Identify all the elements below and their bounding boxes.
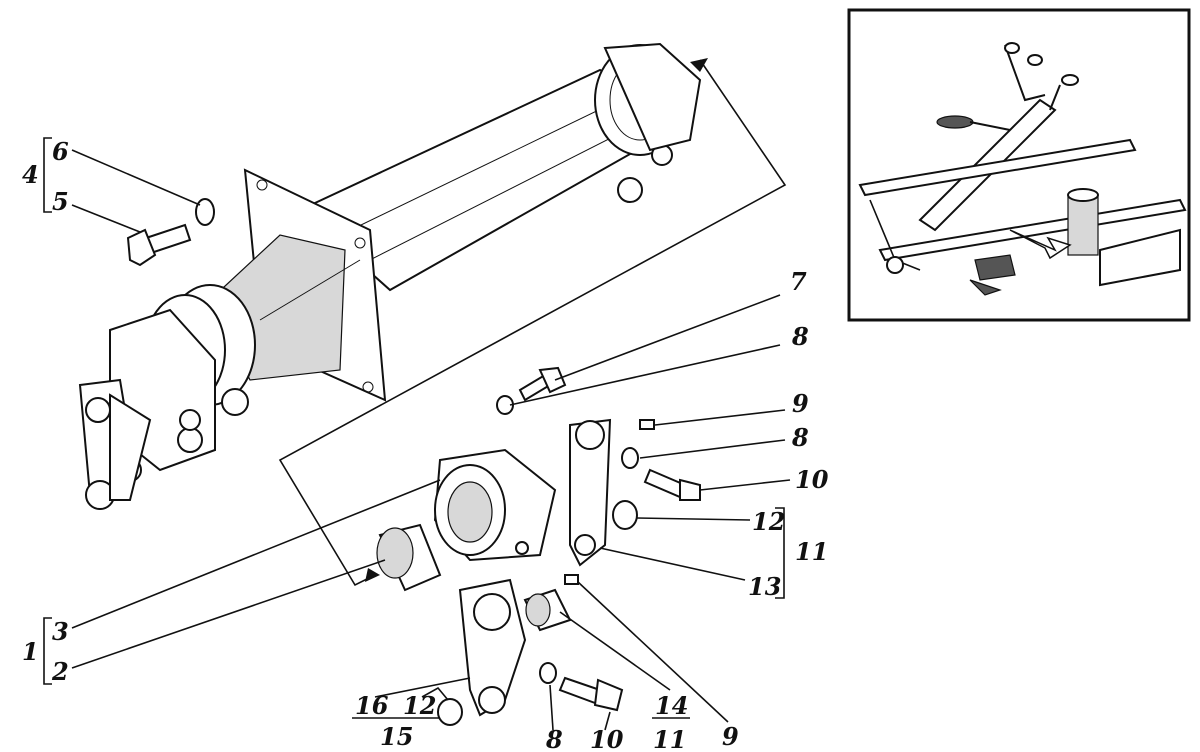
callout-7: 7 [790, 267, 807, 296]
callout-10-lower: 10 [590, 725, 624, 752]
leader-lines [43, 58, 791, 731]
callout-8-lower: 8 [545, 725, 563, 752]
callout-8-upper: 8 [791, 322, 809, 351]
washer-8-lower-icon [539, 662, 557, 684]
bolt-10-right-icon [643, 468, 701, 501]
shaft-housing-illustration [78, 42, 702, 510]
callout-2: 2 [51, 657, 69, 686]
callout-16: 16 [355, 691, 389, 720]
callout-11-lower: 11 [653, 725, 686, 752]
bushing-2-icon [376, 523, 442, 592]
callout-8-right: 8 [791, 423, 809, 452]
bushing-12-lower-icon [437, 698, 463, 726]
bushing-14-icon [523, 588, 572, 632]
bolt-10-lower-icon [558, 676, 624, 712]
callout-6: 6 [52, 137, 69, 166]
callout-4: 4 [22, 160, 39, 189]
callout-5: 5 [52, 187, 69, 216]
callout-9-lower: 9 [722, 722, 739, 751]
lever-arm-13-icon [569, 418, 612, 567]
callout-15: 15 [380, 722, 413, 751]
lever-arm-16-icon [458, 578, 527, 717]
bolt-5-icon [126, 223, 192, 267]
washer-8-right-icon [621, 447, 639, 469]
washer-6-icon [195, 198, 215, 226]
callout-3: 3 [52, 617, 69, 646]
callout-1: 1 [22, 637, 39, 666]
callout-14: 14 [655, 691, 688, 720]
key-9-upper-icon [639, 419, 655, 430]
key-9-lower-icon [564, 574, 579, 585]
callout-12-right: 12 [752, 507, 785, 536]
callout-10-right: 10 [795, 465, 829, 494]
bolt-7-icon [518, 366, 567, 402]
bushing-12-right-icon [612, 500, 638, 530]
callout-13: 13 [748, 572, 781, 601]
callout-11-right: 11 [795, 537, 828, 566]
bearing-housing-3-icon [433, 448, 557, 562]
tractor-linkage-inset-illustration [847, 8, 1191, 322]
callout-12-lower: 12 [403, 691, 436, 720]
callout-9-upper: 9 [792, 389, 809, 418]
